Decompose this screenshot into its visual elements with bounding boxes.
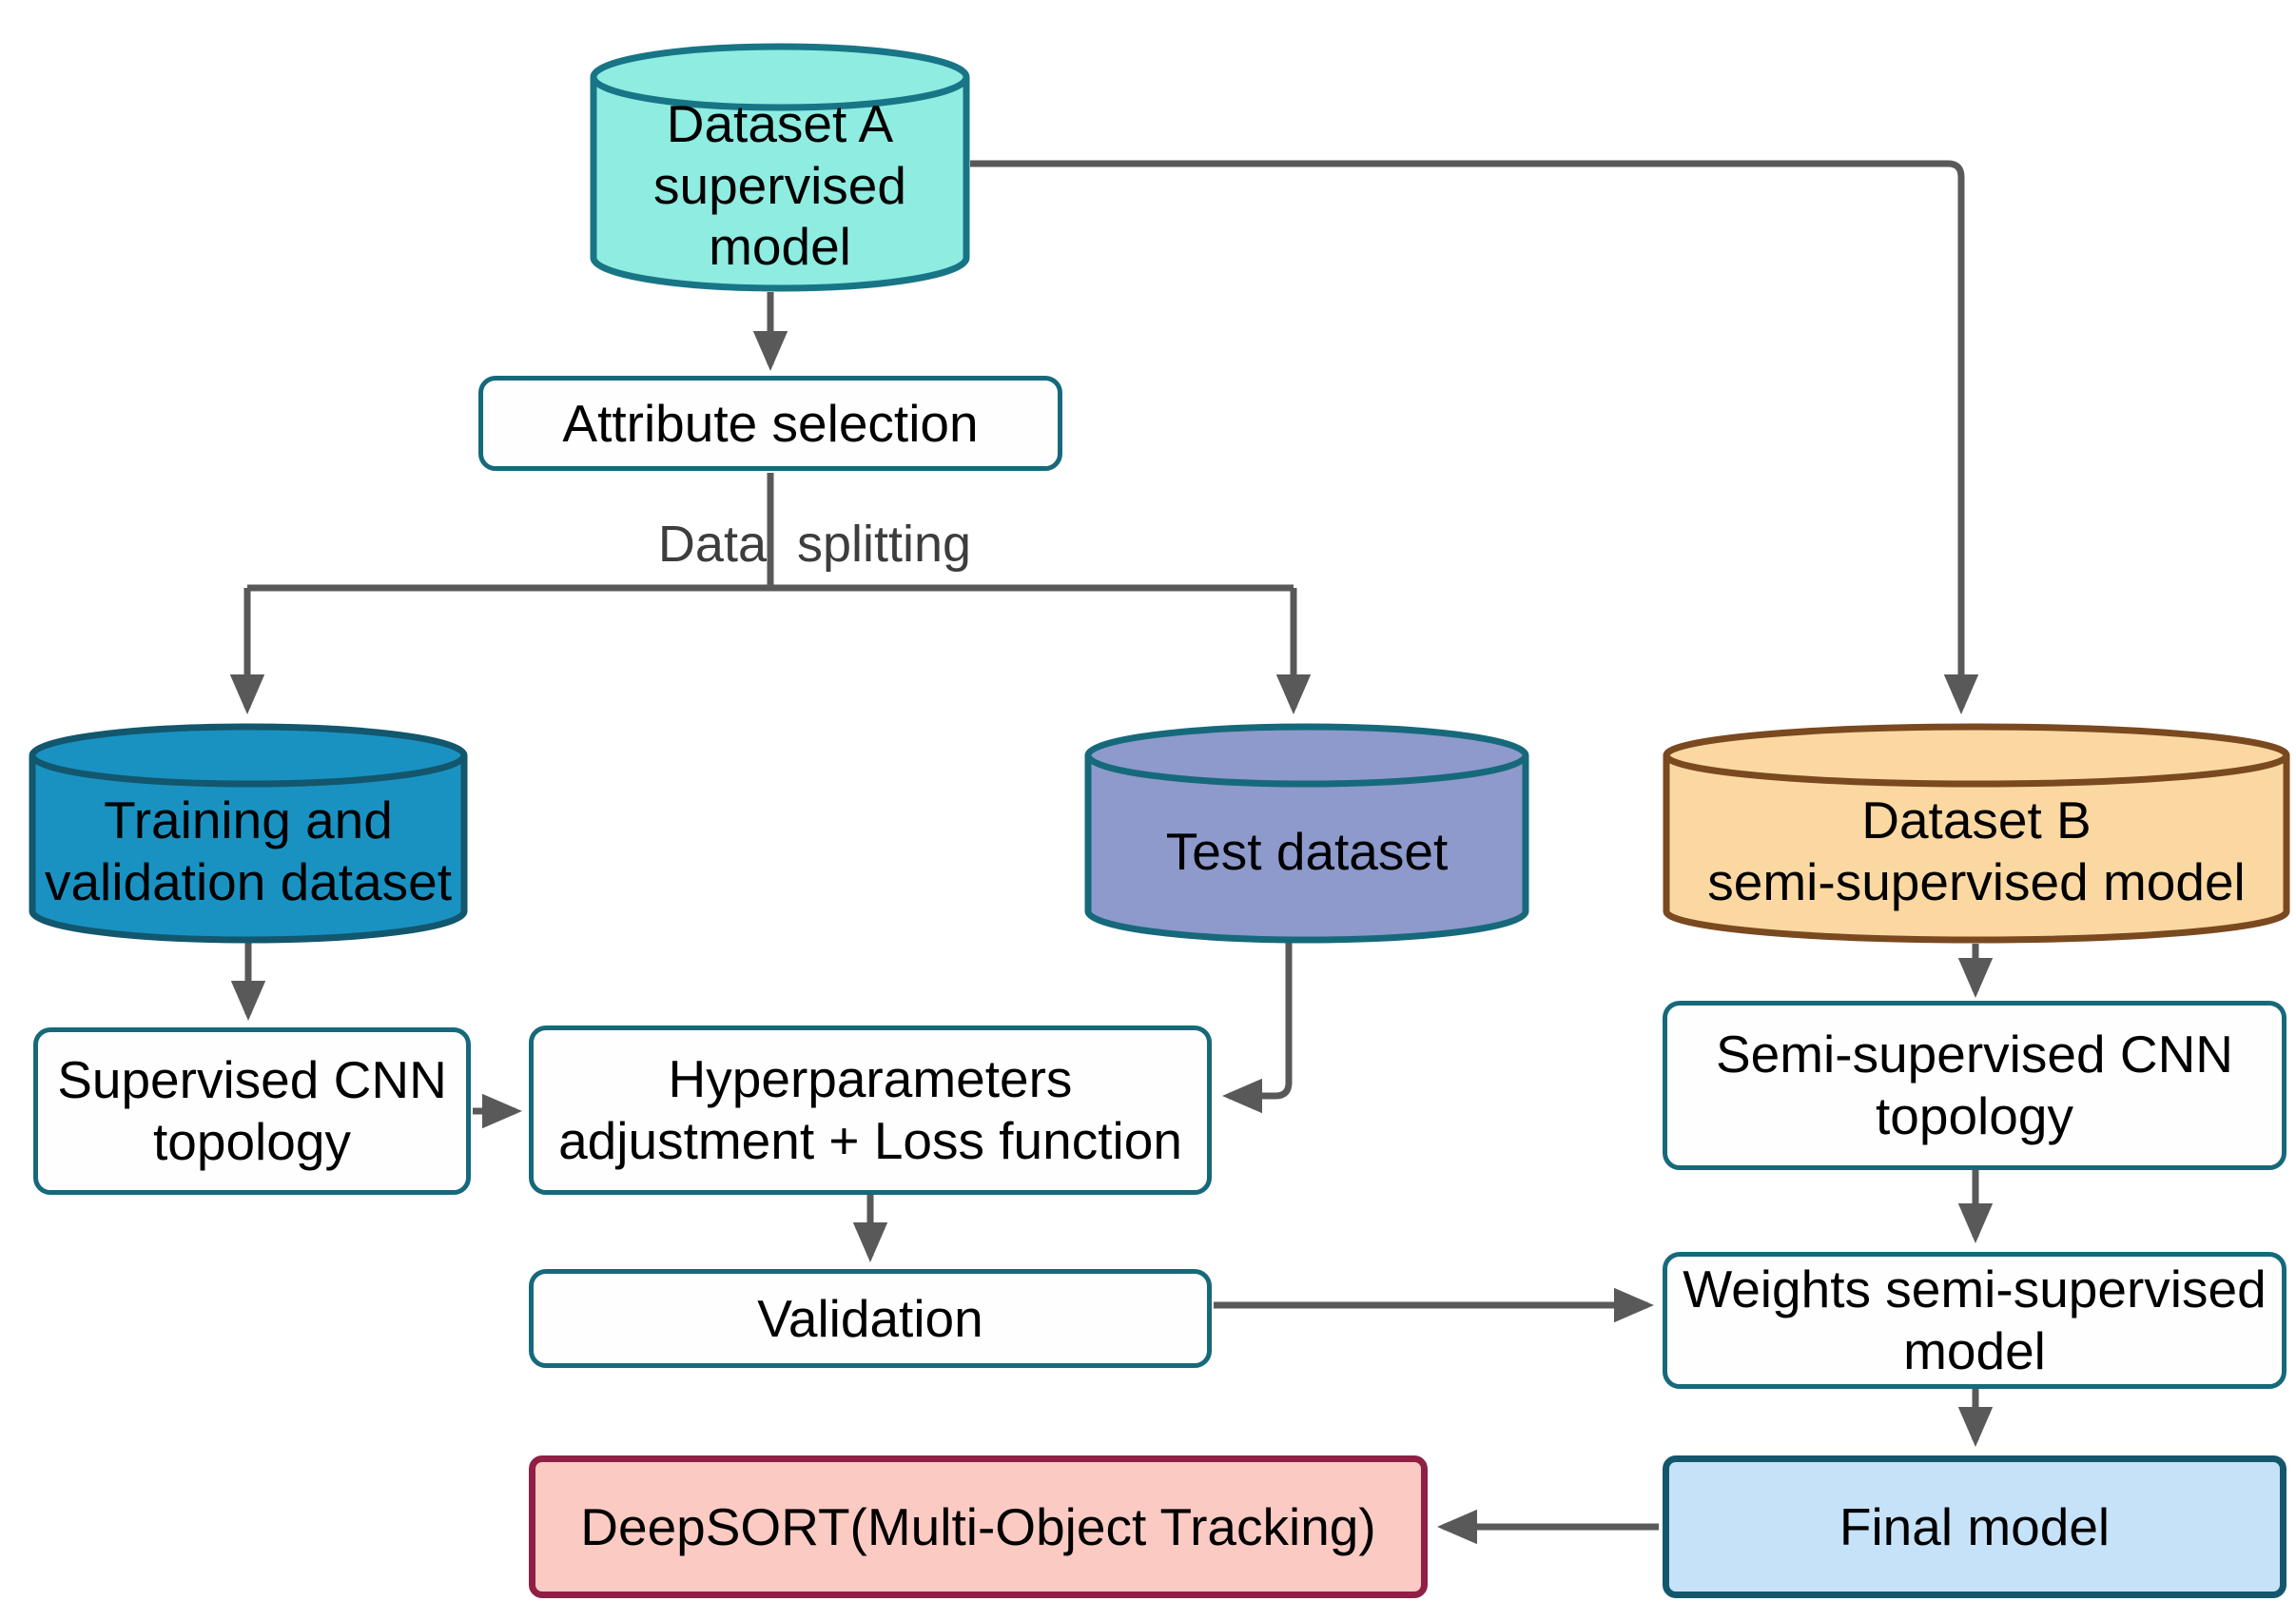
data-splitting-label-right: splitting [797,516,972,573]
deepsort-label: DeepSORT(Multi-Object Tracking) [580,1496,1376,1556]
semi-supervised-cnn-topology-box: Semi-supervised CNN topology [1663,1001,2286,1170]
arrow-test-to-hyperparameters [1222,942,1293,1114]
training-validation-label: Training and validation dataset [44,791,453,911]
training-validation-cylinder: Training and validation dataset [29,723,468,944]
validation-label: Validation [757,1288,983,1348]
test-dataset-cylinder-shape [1084,723,1529,944]
dataset-b-cylinder: Dataset B semi-supervised model [1663,723,2290,944]
attribute-selection-box: Attribute selection [478,376,1062,471]
training-validation-cylinder-shape [29,723,468,944]
arrow-dataset-a-to-dataset-b [970,160,1979,714]
final-model-box: Final model [1663,1455,2286,1598]
validation-box: Validation [529,1269,1212,1368]
weights-semi-supervised-label: Weights semi-supervised model [1683,1260,2267,1380]
hyperparameters-box: Hyperparameters adjustment + Loss functi… [529,1025,1212,1195]
dataset-a-label: Dataset A supervised model [653,93,906,277]
attribute-selection-label: Attribute selection [562,393,979,453]
dataset-a-cylinder-shape [590,43,970,292]
final-model-label: Final model [1839,1496,2111,1556]
dataset-b-cylinder-shape [1663,723,2290,944]
data-splitting-label-left: Data [657,516,767,573]
weights-semi-supervised-box: Weights semi-supervised model [1663,1252,2286,1389]
semi-supervised-cnn-topology-label: Semi-supervised CNN topology [1715,1025,2234,1145]
supervised-cnn-topology-box: Supervised CNN topology [33,1027,471,1195]
test-dataset-cylinder: Test dataset [1084,723,1529,944]
supervised-cnn-topology-label: Supervised CNN topology [57,1050,447,1171]
dataset-a-cylinder: Dataset A supervised model [590,43,970,292]
dataset-b-label: Dataset B semi-supervised model [1707,791,2246,911]
test-dataset-label: Test dataset [1165,821,1449,881]
hyperparameters-label: Hyperparameters adjustment + Loss functi… [558,1049,1182,1170]
deepsort-box: DeepSORT(Multi-Object Tracking) [529,1455,1428,1598]
